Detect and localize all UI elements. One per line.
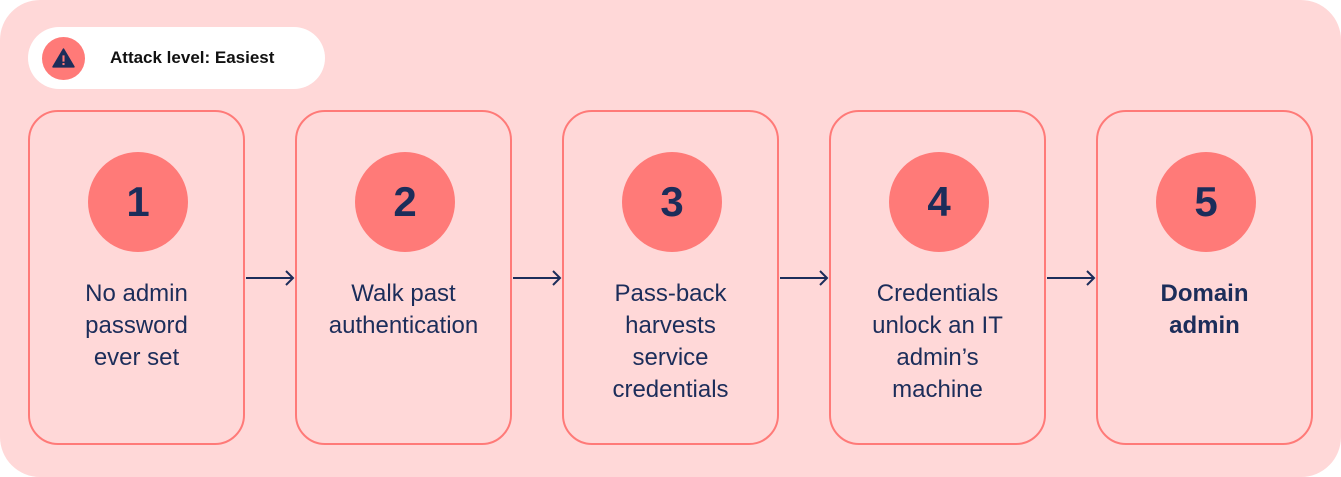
step-card-4: 4 Credentials unlock an IT admin’s machi… bbox=[829, 110, 1046, 445]
step-number: 1 bbox=[88, 152, 188, 252]
step-card-2: 2 Walk past authentication bbox=[295, 110, 512, 445]
arrow-right-icon bbox=[513, 270, 562, 286]
step-description: Walk past authentication bbox=[328, 280, 479, 339]
step-number: 2 bbox=[355, 152, 455, 252]
step-card-5: 5 Domain admin bbox=[1096, 110, 1313, 445]
step-description: Domain admin bbox=[1160, 280, 1249, 339]
arrow-right-icon bbox=[246, 270, 295, 286]
step-number: 4 bbox=[889, 152, 989, 252]
step-card-1: 1 No admin password ever set bbox=[28, 110, 245, 445]
attack-level-label: Attack level: Easiest bbox=[110, 48, 275, 67]
step-description: Credentials unlock an IT admin’s machine bbox=[872, 280, 1003, 403]
step-description: Pass-back harvests service credentials bbox=[612, 280, 729, 403]
step-number: 3 bbox=[622, 152, 722, 252]
step-card-3: 3 Pass-back harvests service credentials bbox=[562, 110, 779, 445]
arrow-right-icon bbox=[1047, 270, 1096, 286]
arrow-right-icon bbox=[780, 270, 829, 286]
warning-triangle-icon bbox=[42, 37, 85, 80]
step-description: No admin password ever set bbox=[85, 280, 188, 371]
attack-level-badge: Attack level: Easiest bbox=[28, 27, 325, 89]
step-number: 5 bbox=[1156, 152, 1256, 252]
